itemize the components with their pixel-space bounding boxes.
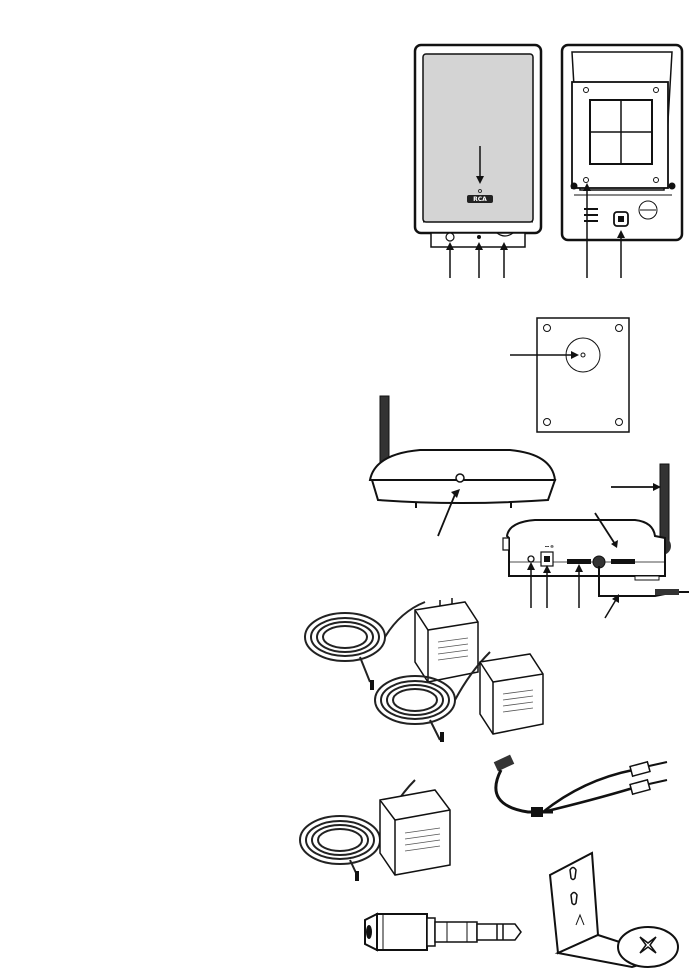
- speaker-back-view: [552, 40, 687, 280]
- rca-y-cable: [483, 750, 683, 830]
- ac-adapter-pair: [300, 582, 555, 747]
- svg-text:⎓ ⊕: ⎓ ⊕: [545, 544, 554, 550]
- brand-logo: RCA: [467, 195, 493, 203]
- wall-mount-bracket: [540, 845, 688, 970]
- ac-adapter-single: [295, 765, 465, 885]
- speaker-front-view: RCA: [405, 40, 555, 280]
- headphone-jack-adapter: [355, 900, 525, 965]
- svg-text:RCA: RCA: [473, 196, 487, 203]
